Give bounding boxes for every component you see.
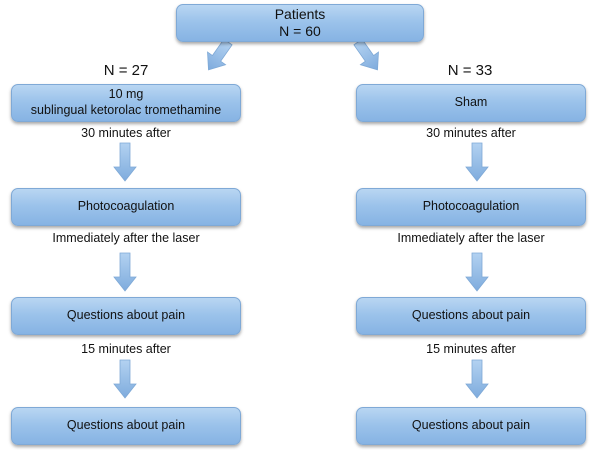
left-wait-1: 30 minutes after — [81, 126, 171, 140]
right-wait-2: Immediately after the laser — [397, 231, 545, 245]
right-wait-1: 30 minutes after — [426, 126, 516, 140]
arrow-left-2 — [113, 252, 137, 292]
root-count: N = 60 — [279, 23, 321, 39]
left-pain-box-1: Questions about pain — [11, 297, 241, 335]
arrow-left-1 — [113, 142, 137, 182]
right-step2-label: Questions about pain — [411, 308, 531, 323]
left-step2-label: Questions about pain — [66, 308, 186, 323]
arrow-left-3 — [113, 359, 137, 399]
arrow-right-3 — [465, 359, 489, 399]
left-wait-2: Immediately after the laser — [52, 231, 200, 245]
left-wait-3: 15 minutes after — [81, 342, 171, 356]
right-n-label: N = 33 — [447, 62, 493, 79]
left-n-label: N = 27 — [103, 62, 149, 79]
arrow-right-2 — [465, 252, 489, 292]
arrow-root-left — [207, 38, 233, 71]
root-box-patients: Patients N = 60 — [176, 4, 424, 42]
left-step3-label: Questions about pain — [66, 418, 186, 433]
arrow-right-1 — [465, 142, 489, 182]
left-step1-label: Photocoagulation — [77, 199, 175, 214]
right-wait-3: 15 minutes after — [426, 342, 516, 356]
left-pain-box-2: Questions about pain — [11, 407, 241, 445]
right-pain-box-2: Questions about pain — [356, 407, 586, 445]
left-treatment-line2: sublingual ketorolac tromethamine — [30, 103, 222, 117]
root-title: Patients — [274, 6, 326, 23]
right-photocoagulation-box: Photocoagulation — [356, 188, 586, 226]
left-treatment-box: 10 mg sublingual ketorolac tromethamine — [11, 84, 241, 122]
right-step1-label: Photocoagulation — [422, 199, 520, 214]
left-treatment-line1: 10 mg — [108, 87, 144, 102]
right-pain-box-1: Questions about pain — [356, 297, 586, 335]
left-photocoagulation-box: Photocoagulation — [11, 188, 241, 226]
right-treatment-label: Sham — [454, 95, 488, 110]
right-treatment-box: Sham — [356, 84, 586, 122]
right-step3-label: Questions about pain — [411, 418, 531, 433]
